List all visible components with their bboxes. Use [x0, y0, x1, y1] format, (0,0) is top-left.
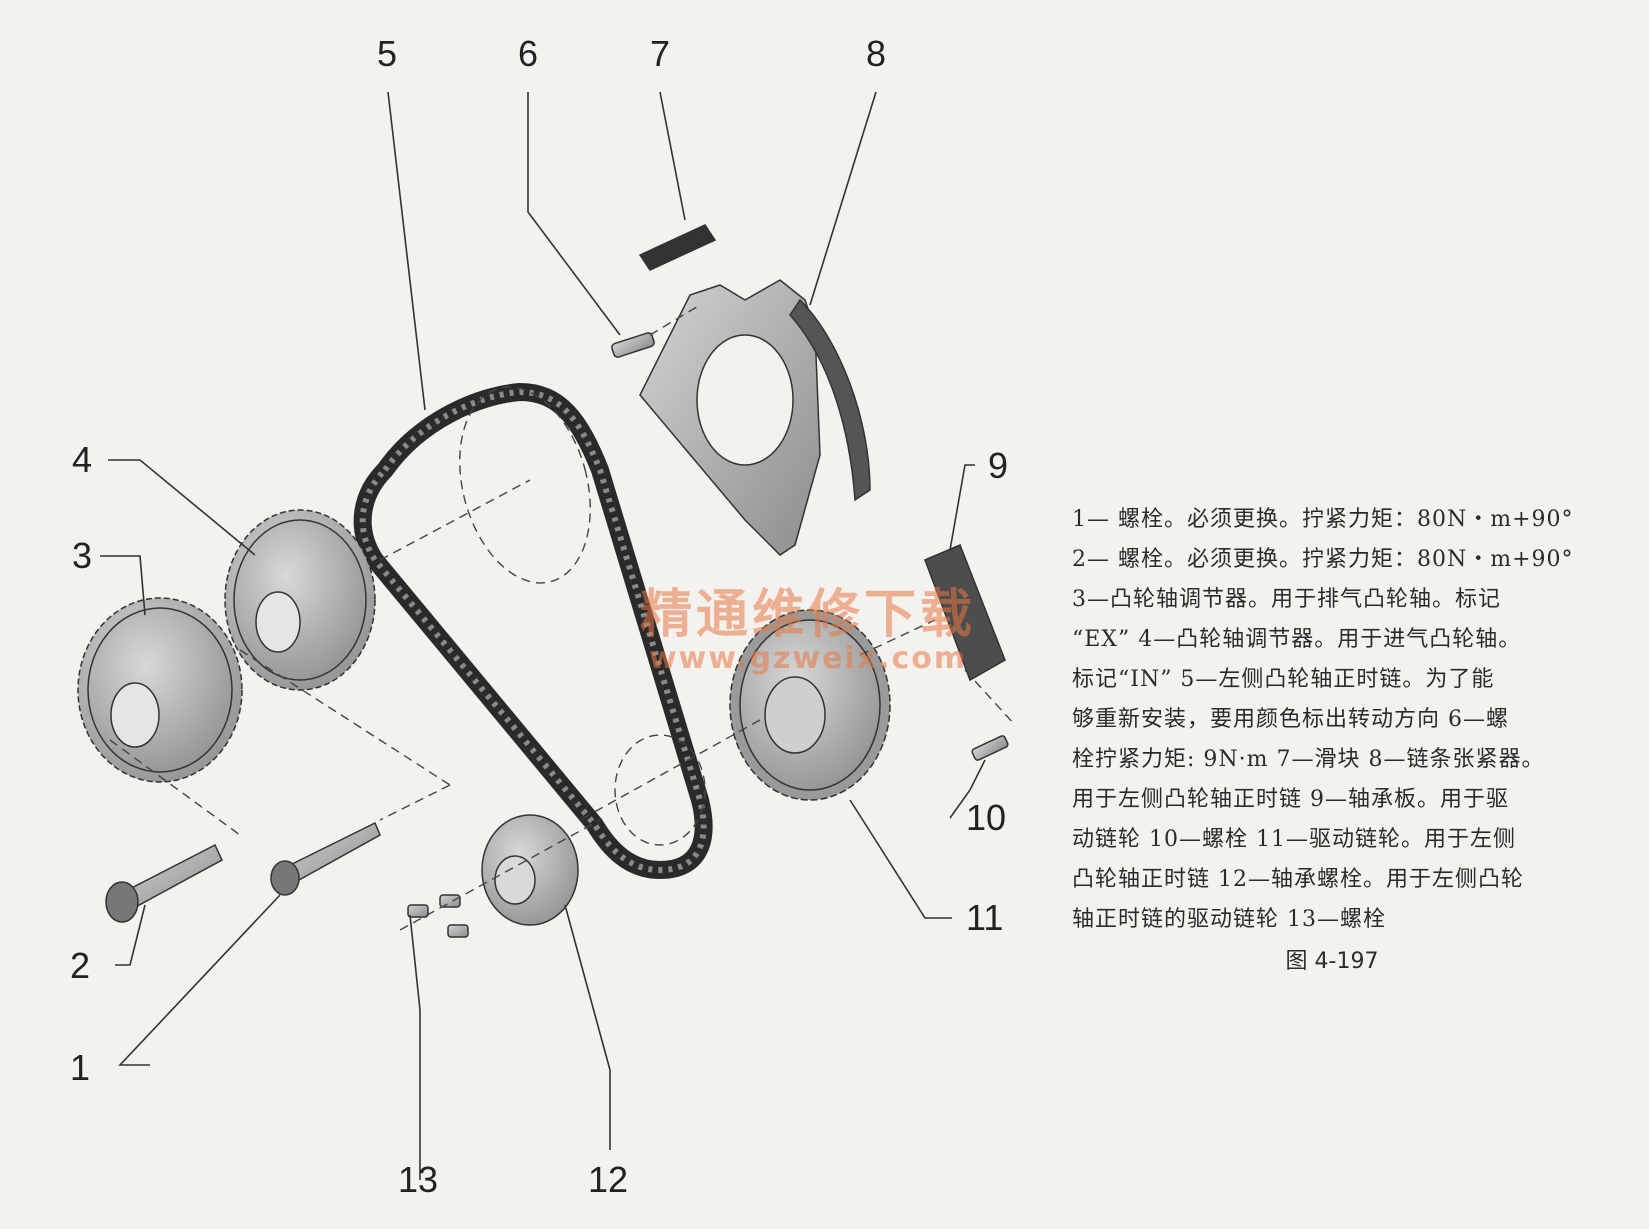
slider-block	[638, 224, 717, 271]
bolts-13	[407, 894, 469, 938]
legend-line: 3—凸轮轴调节器。用于排气凸轮轴。标记	[1072, 587, 1501, 612]
callout-2: 2	[70, 945, 90, 986]
callout-8: 8	[866, 33, 886, 74]
callout-13: 13	[398, 1159, 438, 1200]
legend-line: 2— 螺栓。必须更换。拧紧力矩：80N・m+90°	[1072, 547, 1574, 572]
callout-10: 10	[966, 797, 1006, 838]
legend-line: 动链轮 10—螺栓 11—驱动链轮。用于左侧	[1072, 827, 1516, 852]
camshaft-adjuster-intake	[224, 509, 376, 691]
callout-4: 4	[72, 439, 92, 480]
bolt-1	[270, 821, 381, 896]
parts-legend: 1— 螺栓。必须更换。拧紧力矩：80N・m+90° 2— 螺栓。必须更换。拧紧力…	[1072, 500, 1632, 982]
watermark-title: 精通维修下载	[640, 585, 977, 645]
legend-line: 用于左侧凸轮轴正时链 9—轴承板。用于驱	[1072, 787, 1509, 812]
bolt-6	[611, 304, 701, 358]
legend-line: 标记“IN” 5—左侧凸轮轴正时链。为了能	[1072, 667, 1495, 692]
figure-caption: 图 4-197	[1285, 949, 1379, 974]
bolt-2	[105, 843, 223, 923]
leader-lines	[100, 91, 986, 1180]
callout-12: 12	[588, 1159, 628, 1200]
chain-tensioner	[639, 279, 871, 556]
camshaft-adjuster-exhaust	[77, 597, 243, 783]
legend-line: 凸轮轴正时链 12—轴承螺栓。用于左侧凸轮	[1072, 867, 1524, 892]
callout-3: 3	[72, 535, 92, 576]
bearing-plate	[924, 544, 1006, 682]
legend-line: 栓拧紧力矩: 9N·m 7—滑块 8—链条张紧器。	[1072, 747, 1545, 772]
callout-7: 7	[650, 33, 670, 74]
legend-line: “EX” 4—凸轮轴调节器。用于进气凸轮轴。	[1072, 627, 1522, 652]
legend-line: 1— 螺栓。必须更换。拧紧力矩：80N・m+90°	[1072, 507, 1574, 532]
assembly-axes	[109, 479, 1016, 931]
callout-1: 1	[70, 1047, 90, 1088]
timing-chain	[353, 382, 713, 880]
legend-line: 轴正时链的驱动链轮 13—螺栓	[1072, 907, 1386, 932]
watermark: 精通维修下载 www.gzweix.com	[640, 572, 976, 676]
callout-6: 6	[518, 33, 538, 74]
callout-5: 5	[377, 33, 397, 74]
legend-line: 够重新安装，要用颜色标出转动方向 6—螺	[1072, 707, 1509, 732]
watermark-url: www.gzweix.com	[648, 641, 968, 676]
callout-9: 9	[988, 445, 1008, 486]
drive-sprocket	[729, 609, 891, 801]
callout-11: 11	[966, 897, 1003, 938]
bearing-bolt	[481, 814, 579, 926]
exploded-parts-diagram: 1 2 3 4 5 6 7 8 9 10 11 12 13	[70, 33, 1016, 1200]
bolt-10	[971, 735, 1009, 761]
